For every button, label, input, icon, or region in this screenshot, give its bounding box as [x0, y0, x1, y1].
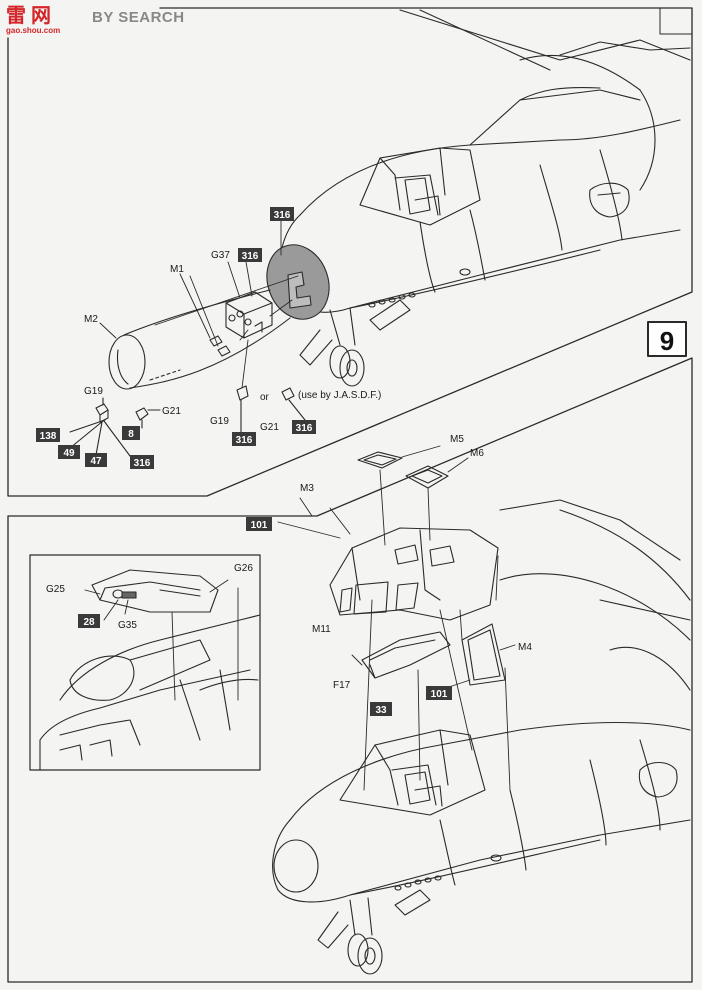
callout-101-canopy: 101: [246, 517, 272, 531]
callout-text: 316: [242, 251, 259, 262]
callout-text: 101: [431, 689, 448, 700]
label-m5: M5: [450, 434, 464, 445]
callout-boxes: 316 316 316 316 316 138 49 47: [36, 207, 452, 716]
bottom-leader-lines: [277, 445, 516, 791]
callout-316-g21: 316: [292, 420, 316, 434]
part-m2-radome: [108, 289, 291, 390]
label-g25: G25: [46, 584, 65, 595]
callout-316-left: 316: [130, 455, 154, 469]
label-g37: G37: [211, 250, 230, 261]
label-g35: G35: [118, 620, 137, 631]
callout-text: 316: [236, 435, 253, 446]
callout-316-g19: 316: [232, 432, 256, 446]
callout-text: 101: [251, 520, 268, 531]
label-m6: M6: [470, 448, 484, 459]
label-m3: M3: [300, 483, 314, 494]
logo-url-text: gao.shou.com: [6, 26, 61, 35]
callout-text: 47: [90, 456, 102, 467]
callout-text: 316: [296, 423, 313, 434]
site-logo: 雷 网 gao.shou.com: [6, 3, 66, 35]
label-g19-mid: G19: [210, 416, 229, 427]
step-number: 9: [660, 326, 674, 356]
callout-28: 28: [78, 614, 100, 628]
part-m4-door: [461, 623, 506, 686]
callout-text: 8: [128, 429, 134, 440]
watermark-text: BY SEARCH: [92, 9, 185, 26]
top-leader-lines: [99, 219, 299, 389]
label-m11: M11: [312, 624, 331, 635]
part-g19-g21-small: [69, 385, 306, 457]
callout-316-radome: 316: [270, 207, 294, 221]
step-number-box: 9: [647, 321, 687, 357]
top-helicopter-fuselage: [279, 9, 691, 387]
bottom-fuselage-portholes: [394, 854, 502, 891]
label-g21-mid: G21: [260, 422, 279, 433]
callout-49: 49: [58, 445, 80, 459]
label-f17: F17: [333, 680, 351, 691]
callout-text: 33: [375, 705, 387, 716]
part-m1-pieces: [209, 335, 231, 357]
callout-316-g37: 316: [238, 248, 262, 262]
callout-8: 8: [122, 426, 140, 440]
label-or: or: [260, 392, 270, 403]
radome-mount-disc: [266, 244, 330, 320]
callout-101-door: 101: [426, 686, 452, 700]
label-jasdf-note: (use by J.A.S.D.F.): [298, 390, 381, 401]
part-m6-hatch: [405, 465, 449, 489]
watermark: 雷 网 gao.shou.com BY SEARCH: [6, 4, 185, 36]
part-g37-box: [225, 291, 273, 339]
callout-text: 316: [134, 458, 151, 469]
top-fuselage-portholes: [368, 268, 471, 308]
label-g21-left: G21: [162, 406, 181, 417]
label-m4: M4: [518, 642, 532, 653]
label-m1: M1: [170, 264, 184, 275]
part-m11-canopy: [329, 527, 499, 621]
label-g26: G26: [234, 563, 253, 574]
callout-text: 316: [274, 210, 291, 221]
label-m2: M2: [84, 314, 98, 325]
callout-47: 47: [85, 453, 107, 467]
callout-text: 138: [40, 431, 57, 442]
part-labels: M1 G37 M2 G19 G21 G19 or G21 (use by J.A…: [46, 250, 532, 691]
inset-detail-box: [29, 554, 261, 771]
part-m5-hatch: [357, 451, 403, 469]
callout-text: 28: [83, 617, 95, 628]
part-f17-panel: [361, 631, 451, 679]
logo-chinese-text: 雷 网: [6, 3, 51, 27]
top-panel-frame: [7, 7, 693, 497]
bottom-helicopter-fuselage: [272, 499, 691, 975]
label-g19-left: G19: [84, 386, 103, 397]
callout-text: 49: [63, 448, 75, 459]
bottom-panel-frame: [7, 357, 693, 983]
callout-33: 33: [370, 702, 392, 716]
callout-138: 138: [36, 428, 60, 442]
